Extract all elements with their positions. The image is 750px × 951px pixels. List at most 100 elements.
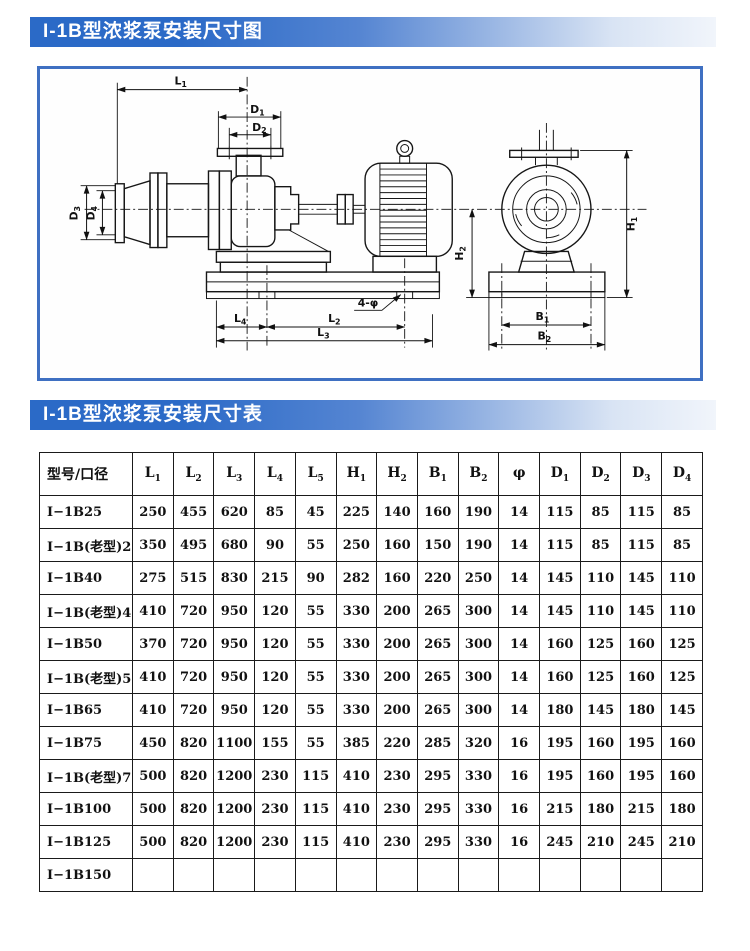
value-cell: 330: [335, 627, 378, 661]
value-cell: 90: [254, 528, 296, 562]
value-cell: 120: [254, 660, 296, 694]
value-cell: 85: [579, 495, 622, 529]
value-cell: 410: [132, 594, 174, 628]
value-cell: 230: [376, 759, 418, 793]
value-cell: 55: [294, 660, 337, 694]
value-cell: 720: [172, 627, 215, 661]
value-cell: 125: [661, 627, 703, 661]
value-cell: 330: [457, 759, 500, 793]
value-cell: 195: [620, 759, 663, 793]
col-header-b2: B2: [457, 452, 500, 496]
value-cell: 410: [132, 693, 174, 727]
value-cell: 265: [416, 594, 459, 628]
value-cell: 500: [132, 759, 174, 793]
value-cell: [539, 858, 581, 892]
installation-drawing: L1 D1 D2 D3 D4 L4 L2 L3 4-φ: [68, 75, 647, 352]
value-cell: 145: [539, 594, 581, 628]
value-cell: 200: [376, 594, 418, 628]
value-cell: 230: [376, 792, 418, 826]
value-cell: [335, 858, 378, 892]
value-cell: 230: [254, 759, 296, 793]
value-cell: [661, 858, 703, 892]
value-cell: 16: [498, 825, 541, 859]
value-cell: 16: [498, 792, 541, 826]
value-cell: 115: [539, 495, 581, 529]
value-cell: 250: [335, 528, 378, 562]
value-cell: 220: [416, 561, 459, 595]
value-cell: 120: [254, 594, 296, 628]
col-header-d2: D2: [579, 452, 622, 496]
col-header-d3: D3: [620, 452, 663, 496]
dim-label-h1: H1: [625, 217, 640, 231]
value-cell: [579, 858, 622, 892]
value-cell: 160: [579, 759, 622, 793]
value-cell: 115: [539, 528, 581, 562]
value-cell: 410: [335, 792, 378, 826]
dim-label-l2: L2: [328, 312, 340, 326]
value-cell: [213, 858, 256, 892]
value-cell: 245: [620, 825, 663, 859]
table-title-bar: I-1B型浓浆泵安装尺寸表: [30, 400, 716, 430]
value-cell: 160: [661, 726, 703, 760]
value-cell: 85: [661, 495, 703, 529]
model-cell: I−1B125: [39, 825, 133, 859]
value-cell: 160: [661, 759, 703, 793]
col-header-l2: L2: [172, 452, 215, 496]
value-cell: 1200: [213, 759, 256, 793]
installation-drawing-box: L1 D1 D2 D3 D4 L4 L2 L3 4-φ: [37, 66, 703, 381]
value-cell: 55: [294, 594, 337, 628]
bolt-hole-label: 4-φ: [358, 296, 379, 309]
value-cell: 140: [376, 495, 418, 529]
model-cell: I−1B(老型)25: [39, 528, 133, 562]
value-cell: 125: [579, 660, 622, 694]
value-cell: 85: [579, 528, 622, 562]
value-cell: 820: [172, 726, 215, 760]
value-cell: 14: [498, 495, 541, 529]
value-cell: 295: [416, 825, 459, 859]
value-cell: 515: [172, 561, 215, 595]
model-cell: I−1B100: [39, 792, 133, 826]
value-cell: 150: [416, 528, 459, 562]
value-cell: 115: [294, 825, 337, 859]
value-cell: 14: [498, 660, 541, 694]
value-cell: 230: [254, 792, 296, 826]
value-cell: 250: [457, 561, 500, 595]
value-cell: 14: [498, 594, 541, 628]
value-cell: 720: [172, 594, 215, 628]
value-cell: 250: [132, 495, 174, 529]
model-cell: I−1B(老型)75: [39, 759, 133, 793]
value-cell: 55: [294, 528, 337, 562]
value-cell: 225: [335, 495, 378, 529]
col-header-h2: H2: [376, 452, 418, 496]
value-cell: 265: [416, 660, 459, 694]
value-cell: [294, 858, 337, 892]
value-cell: [457, 858, 500, 892]
col-header-l1: L1: [132, 452, 174, 496]
value-cell: 180: [661, 792, 703, 826]
value-cell: 495: [172, 528, 215, 562]
value-cell: 320: [457, 726, 500, 760]
pump-end-view: [488, 129, 606, 299]
dim-label-b1: B1: [536, 310, 550, 324]
end-view-dimensions: H1 H2 B1 B2: [453, 149, 640, 351]
model-cell: I−1B50: [39, 627, 133, 661]
value-cell: 215: [620, 792, 663, 826]
col-header-d4: D4: [661, 452, 703, 496]
value-cell: 145: [579, 693, 622, 727]
value-cell: 115: [294, 792, 337, 826]
diagram-title-bar: I-1B型浓浆泵安装尺寸图: [30, 17, 716, 47]
value-cell: [376, 858, 418, 892]
value-cell: 1200: [213, 792, 256, 826]
value-cell: 115: [294, 759, 337, 793]
value-cell: 195: [539, 726, 581, 760]
value-cell: 14: [498, 528, 541, 562]
value-cell: 120: [254, 693, 296, 727]
value-cell: 330: [457, 792, 500, 826]
value-cell: 160: [416, 495, 459, 529]
dim-label-h2: H2: [453, 246, 468, 260]
